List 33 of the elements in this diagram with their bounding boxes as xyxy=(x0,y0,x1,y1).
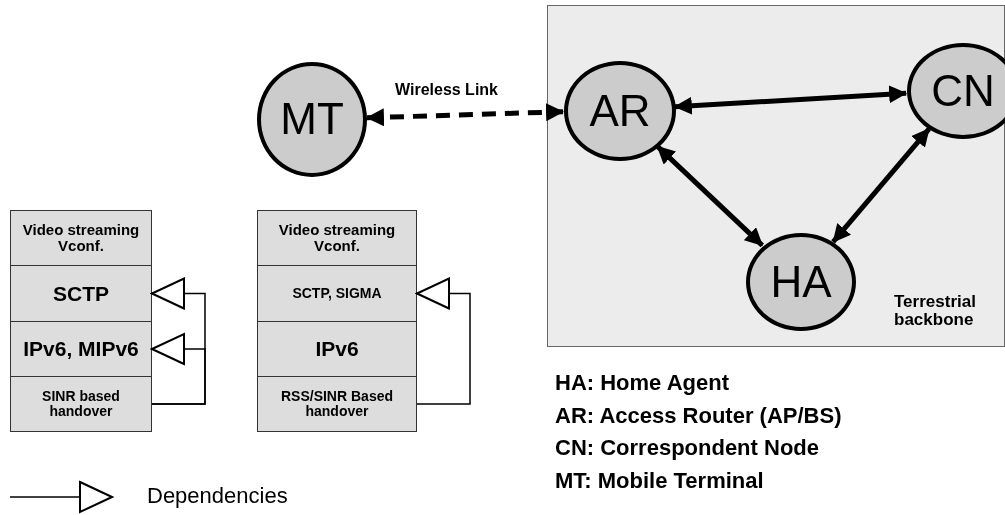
protocol-layer xyxy=(257,321,417,377)
abbreviation-note: CN: Correspondent Node xyxy=(555,435,819,461)
arrow xyxy=(366,103,565,127)
layer-label: RSS/SINR Based handover xyxy=(279,388,394,420)
layer-label: SCTP xyxy=(52,281,110,306)
node-label: HA xyxy=(770,257,832,307)
protocol-layer xyxy=(10,321,152,377)
protocol-layer xyxy=(10,265,152,322)
protocol-layer xyxy=(257,265,417,322)
dependency-arrow xyxy=(416,277,471,405)
protocol-layer xyxy=(257,210,417,266)
protocol-layer xyxy=(10,210,152,266)
abbreviation-note: HA: Home Agent xyxy=(555,370,729,396)
layer-label: Video streaming Vconf. xyxy=(21,221,141,255)
abbreviation-note: AR: Access Router (AP/BS) xyxy=(555,402,842,429)
node-label: CN xyxy=(931,66,995,116)
protocol-layer xyxy=(10,376,152,432)
layer-label: SINR based handover xyxy=(41,388,121,420)
layer-label: IPv6 xyxy=(314,337,360,361)
layer-label: Video streaming Vconf. xyxy=(277,221,397,255)
node-label: AR xyxy=(589,86,651,136)
backbone-panel xyxy=(547,5,1005,347)
legend-label: Dependencies xyxy=(147,483,288,509)
arrow xyxy=(831,127,931,244)
panel-title: Terrestrial backbone xyxy=(894,292,977,330)
protocol-layer xyxy=(257,376,417,432)
arrow xyxy=(673,85,908,115)
abbreviation-note: MT: Mobile Terminal xyxy=(555,467,764,494)
layer-label: IPv6, MIPv6 xyxy=(22,337,140,361)
node-label: MT xyxy=(280,95,344,144)
dependency-arrow xyxy=(151,333,206,405)
layer-label: SCTP, SIGMA xyxy=(291,285,383,302)
arrow xyxy=(655,144,764,248)
